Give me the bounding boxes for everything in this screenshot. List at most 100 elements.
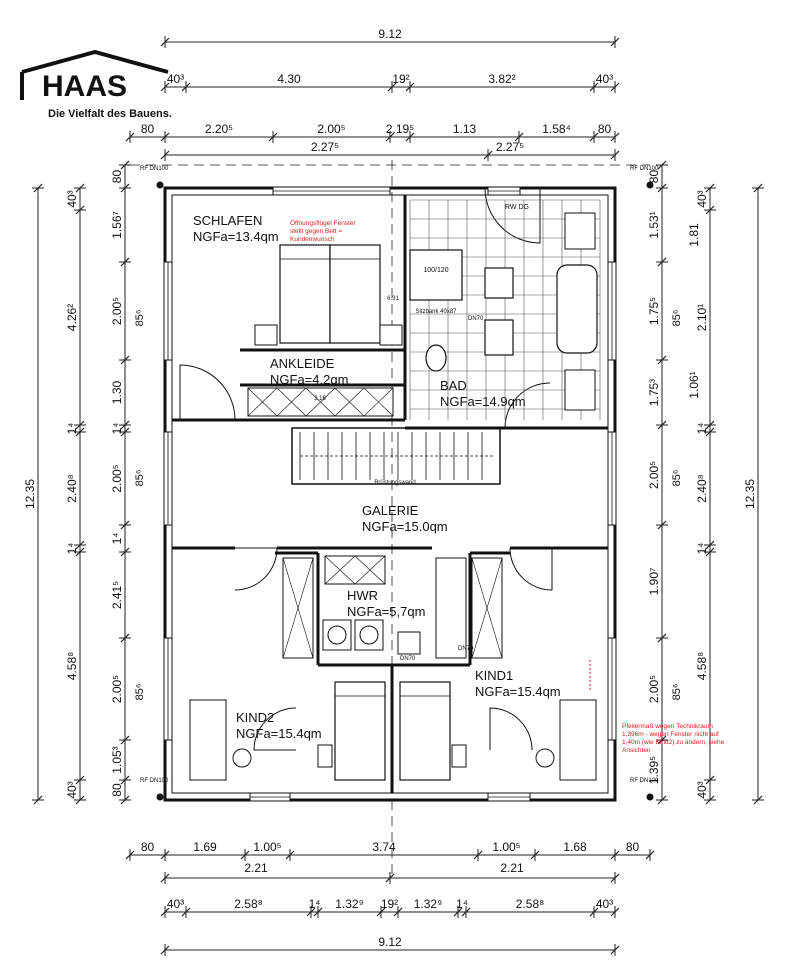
dim-top-row3-label: 2.27⁵ xyxy=(496,140,524,154)
door-kind2 xyxy=(234,547,278,591)
dn70-label: DN70 xyxy=(400,656,416,662)
room-name-ankleide: ANKLEIDE xyxy=(270,356,335,371)
wardrobe-cross xyxy=(354,555,386,585)
dim-top-row1-label: 19² xyxy=(392,72,409,86)
wardrobe-cross xyxy=(334,387,365,417)
room-name-hwr: HWR xyxy=(347,588,378,603)
dim-right-inner-label: 1.90⁷ xyxy=(647,568,661,596)
room-name-bad: BAD xyxy=(440,378,467,393)
nightstand xyxy=(254,324,278,346)
dim-left-outer-label: 2.40⁸ xyxy=(65,474,79,502)
walls xyxy=(163,186,617,802)
dim-left-outer-label: 40³ xyxy=(65,190,79,207)
bad-cabinet-2 xyxy=(564,369,596,411)
toilet xyxy=(425,344,447,372)
note-kind1: 1,40m (wie Kind2) zu ändern, siehe xyxy=(622,739,725,746)
wardrobe-cross xyxy=(471,557,503,659)
rw-dg-label: RW DG xyxy=(505,204,529,211)
dim-left-inner-label: 1⁴ xyxy=(110,533,124,545)
dim-right-outer-label: 1⁴ xyxy=(695,543,709,555)
dim-left-inner-label: 80 xyxy=(110,783,124,797)
dim-left-inner-label: 80 xyxy=(110,170,124,184)
sill-height-label: 85⁶ xyxy=(134,470,146,487)
downpipe-marker xyxy=(156,181,164,189)
door-kind1-terrace xyxy=(489,707,533,751)
room-area-kind2: NGFa=15.4qm xyxy=(236,726,322,741)
dn70-label: DN70 xyxy=(458,646,474,652)
dim-right-mid-label: 1.81 xyxy=(687,223,701,247)
dim-left-outer-label: 1⁴ xyxy=(65,543,79,555)
dim-left-inner-label: 2.00⁵ xyxy=(110,675,124,703)
washer-drum xyxy=(327,625,347,645)
hwr-cabinet xyxy=(435,557,467,659)
dim-top-row1-label: 3.82² xyxy=(488,72,515,86)
downpipe-marker xyxy=(646,793,654,801)
bed-schlafen-right xyxy=(329,244,381,344)
room-name-kind2: KIND2 xyxy=(236,710,274,725)
dim-right-inner-label: 2.00⁵ xyxy=(647,675,661,703)
washer xyxy=(322,619,352,651)
sill-height-label: 85⁶ xyxy=(134,310,146,327)
wardrobe-cross xyxy=(363,387,394,417)
dim-bottom-row1-label: 1.00⁵ xyxy=(253,840,281,854)
dim-top-total-label: 9.12 xyxy=(378,27,402,41)
dim-bottom-total-label: 9.12 xyxy=(378,935,402,949)
dim-bottom-row3-label: 1⁴ xyxy=(456,897,468,911)
dim-bottom-row1-label: 1.69 xyxy=(193,840,217,854)
dim-small-label: 6.31 xyxy=(387,296,399,302)
dim-bottom-row2-label: 2.21 xyxy=(500,861,524,875)
brand-tagline: Die Vielfalt des Bauens. xyxy=(48,108,172,120)
dim-right-outer-label: 2.10¹ xyxy=(695,304,709,331)
downpipe-label: RF DN100 xyxy=(630,166,659,172)
dim-bottom-row1-label: 80 xyxy=(626,840,640,854)
room-area-ankleide: NGFa=4,2qm xyxy=(270,372,348,387)
chair-kind2 xyxy=(232,748,252,768)
dim-right-mid-label: 1.06¹ xyxy=(687,371,701,398)
dim-bottom-row2-label: 2.21 xyxy=(244,861,268,875)
dim-right-inner-label: 2.00⁵ xyxy=(647,461,661,489)
wardrobe-cross xyxy=(282,557,314,659)
washbasin-2 xyxy=(484,319,514,356)
note-kind1: Pfeilermaß wegen Technikraum xyxy=(622,723,713,730)
note-schlafen: Öffnungsflügel Fenster xyxy=(290,219,356,227)
outer-wall-inner xyxy=(171,194,609,794)
wardrobe-hwr-top xyxy=(324,555,386,585)
dim-bottom-row3-label: 19² xyxy=(381,897,398,911)
door-bad-top xyxy=(484,187,541,244)
stair-outline xyxy=(291,427,501,485)
dim-top-row2-label: 80 xyxy=(598,122,612,136)
room-name-schlafen: SCHLAFEN xyxy=(193,213,262,228)
room-area-bad: NGFa=14.9qm xyxy=(440,394,526,409)
dn70-label: DN70 xyxy=(468,316,484,322)
dim-bottom-row3-label: 40³ xyxy=(596,897,613,911)
downpipe-label: RF DN100 xyxy=(630,778,659,784)
room-area-kind1: NGFa=15.4qm xyxy=(475,684,561,699)
bad-cabinet xyxy=(564,212,596,250)
fixtures xyxy=(156,181,654,801)
dim-right-outer-label: 40³ xyxy=(695,190,709,207)
door-schlafen xyxy=(179,364,236,421)
downpipe-label: RF DN100 xyxy=(140,166,169,172)
dim-bottom-row1-label: 1.00⁵ xyxy=(492,840,520,854)
note-schlafen: Kundenwunsch xyxy=(290,236,335,243)
haas-logo: HAAS xyxy=(20,50,169,102)
dim-right-inner-label: 1.75³ xyxy=(647,379,661,406)
dim-top-row2-label: 2.20⁵ xyxy=(205,122,233,136)
bathtub xyxy=(556,264,598,354)
dim-top-row2-label: 2.19⁵ xyxy=(386,122,414,136)
dim-right-outer-label: 1⁴ xyxy=(695,423,709,435)
shower-tray xyxy=(409,249,463,301)
wardrobe-cross xyxy=(324,555,356,585)
wardrobe-cross xyxy=(305,387,336,417)
dim-bottom-row1-label: 80 xyxy=(141,840,155,854)
dim-top-row2-label: 1.58⁴ xyxy=(542,122,571,136)
desk-kind1 xyxy=(559,699,597,781)
brand: HAAS Die Vielfalt des Bauens. xyxy=(20,50,200,130)
room-area-schlafen: NGFa=13.4qm xyxy=(193,229,279,244)
dim-right-outer-label: 40³ xyxy=(695,781,709,798)
wardrobe-dim-label: 3.16 xyxy=(314,396,326,402)
dim-left-outer-label: 4.58⁸ xyxy=(65,652,79,680)
dim-top-row2-label: 1.13 xyxy=(453,122,477,136)
dim-left-total-label: 12.35 xyxy=(23,479,37,509)
dim-left-inner-label: 2.00⁵ xyxy=(110,464,124,492)
